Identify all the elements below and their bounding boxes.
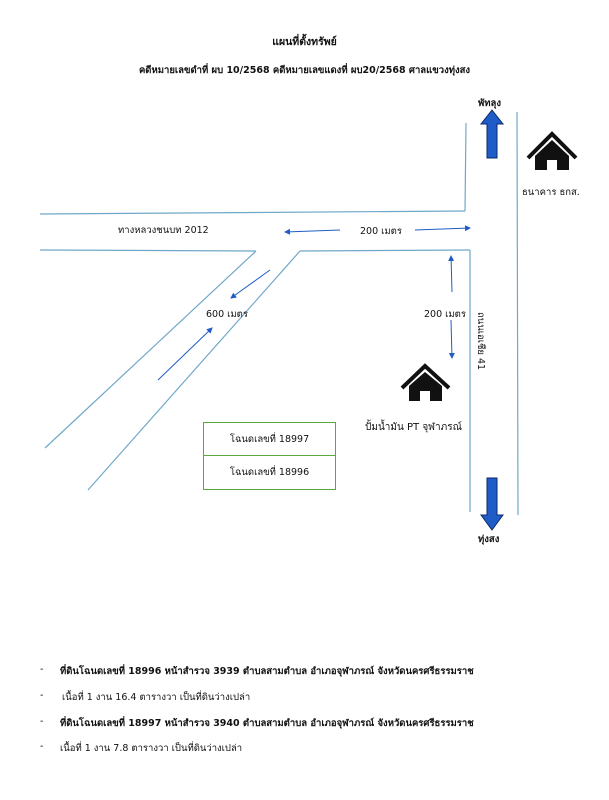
south-arrow-icon [480,477,504,531]
note-text: เนื้อที่ 1 งาน 16.4 ตารางวา เป็นที่ดินว่… [62,692,251,703]
note-item: - เนื้อที่ 1 งาน 7.8 ตารางวา เป็นที่ดินว่… [40,741,242,756]
page-title: แผนที่ตั้งทรัพย์ [272,36,337,48]
bullet: - [40,664,44,675]
north-arrow-icon [479,109,505,159]
gas-station-house-icon [400,363,451,401]
road-edge [44,250,257,449]
note-text: ที่ดินโฉนดเลขที่ 18997 หน้าสำรวจ 3940 ตำ… [60,718,474,729]
arrow-down [448,319,455,359]
arrow-right [414,225,471,232]
bank-house-icon [526,131,578,170]
rural-road-label: ทางหลวงชนบท 2012 [118,225,209,236]
south-destination-label: ทุ่งสง [478,534,500,545]
diagonal-distance-label: 600 เมตร [206,309,248,320]
arrow-up [448,255,455,293]
road-lines [39,111,519,516]
note-text: เนื้อที่ 1 งาน 7.8 ตารางวา เป็นที่ดินว่า… [60,743,243,754]
road-edge [87,250,301,491]
distance-arrows [157,225,471,381]
north-destination-label: พัทลุง [478,98,501,109]
arrow-diag-up [230,269,271,299]
asia-highway-label: ถนนเอเชีย 41 [475,312,486,371]
note-item: - ที่ดินโฉนดเลขที่ 18996 หน้าสำรวจ 3939 ต… [40,664,474,679]
plot-label: โฉนดเลขที่ 18997 [229,433,310,445]
plot-18997: โฉนดเลขที่ 18997 [203,422,336,456]
note-text: ที่ดินโฉนดเลขที่ 18996 หน้าสำรวจ 3939 ตำ… [60,666,474,677]
note-item: - เนื้อที่ 1 งาน 16.4 ตารางวา เป็นที่ดิน… [40,690,250,705]
plot-label: โฉนดเลขที่ 18996 [229,467,310,478]
gas-station-label: ปั้มน้ำมัน PT จุฬาภรณ์ [365,422,462,433]
road-edge [516,111,519,516]
vertical-distance-label: 200 เมตร [424,309,466,320]
arrow-left [284,228,341,235]
horizontal-distance-label: 200 เมตร [360,226,402,237]
road-edge [39,210,466,215]
bullet: - [40,716,44,727]
plot-18996: โฉนดเลขที่ 18996 [203,455,336,490]
road-edge [299,249,471,252]
case-subtitle: คดีหมายเลขดำที่ ผบ 10/2568 คดีหมายเลขแดง… [138,65,471,76]
bullet: - [40,741,44,752]
road-edge [39,249,257,252]
bank-label: ธนาคาร ธกส. [522,187,580,198]
arrow-diag-down [157,327,213,381]
road-edge [464,122,467,212]
note-item: - ที่ดินโฉนดเลขที่ 18997 หน้าสำรวจ 3940 ต… [40,716,474,731]
bullet: - [40,690,44,701]
